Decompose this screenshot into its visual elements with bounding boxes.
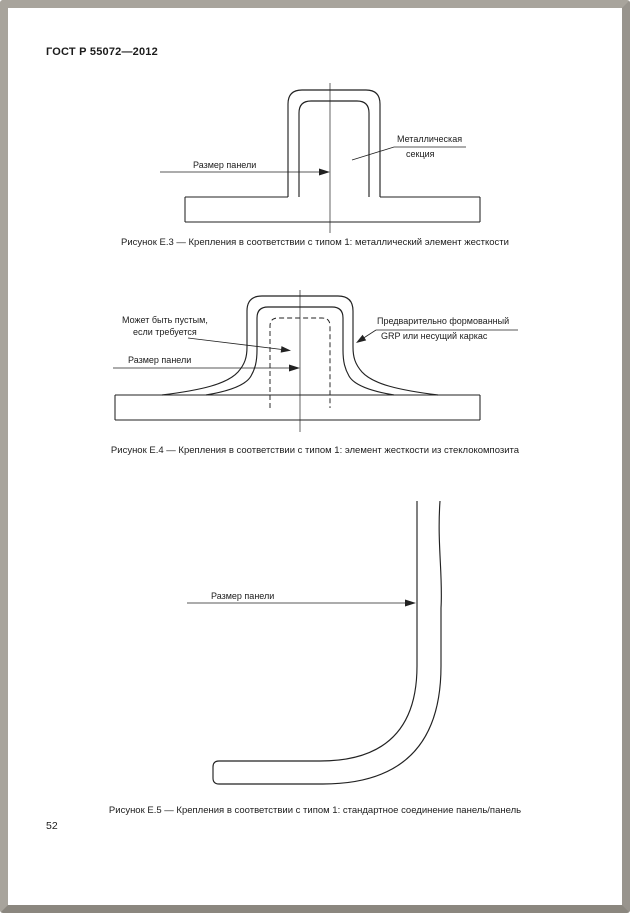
hat-inner-outline (298, 100, 370, 197)
arrowhead (280, 346, 291, 353)
may-be-empty-label-line1: Может быть пустым, (122, 315, 208, 325)
arrowhead (319, 168, 330, 176)
grp-inner-outline (205, 306, 395, 396)
arrowhead (356, 334, 367, 343)
figure-e5-drawing (187, 500, 442, 785)
grp-label-line1: Предварительно формованный (377, 316, 510, 326)
panel-inner-outline (219, 501, 418, 762)
document-header: ГОСТ Р 55072—2012 (46, 46, 158, 58)
metal-section-label-line2: секция (406, 149, 435, 159)
may-be-empty-label-line2: если требуется (133, 327, 197, 337)
hat-outer-outline (287, 89, 381, 197)
figure-e3-caption: Рисунок Е.3 — Крепления в соответствии с… (121, 237, 509, 248)
panel-end-cap (212, 760, 220, 785)
grp-label-line2: GRP или несущий каркас (381, 331, 488, 341)
panel-size-label: Размер панели (193, 160, 257, 170)
figure-e5-caption: Рисунок Е.5 — Крепления в соответствии с… (108, 805, 522, 816)
panel-outer-outline (219, 500, 442, 785)
figure-e4-caption: Рисунок Е.4 — Крепления в соответствии с… (110, 445, 520, 456)
grp-outer-outline (161, 295, 439, 396)
figure-e4-drawing (113, 290, 518, 432)
arrowhead (289, 364, 300, 372)
arrowhead (405, 599, 416, 607)
panel-size-label: Размер панели (211, 591, 275, 601)
void-dashed-outline (269, 317, 331, 408)
may-be-empty-leader-line (187, 337, 287, 351)
panel-size-label: Размер панели (128, 355, 192, 365)
metal-section-leader-line (351, 146, 466, 161)
metal-section-label-line1: Металлическая (397, 134, 463, 144)
figure-e3-drawing (160, 83, 481, 233)
page-number: 52 (46, 820, 58, 832)
